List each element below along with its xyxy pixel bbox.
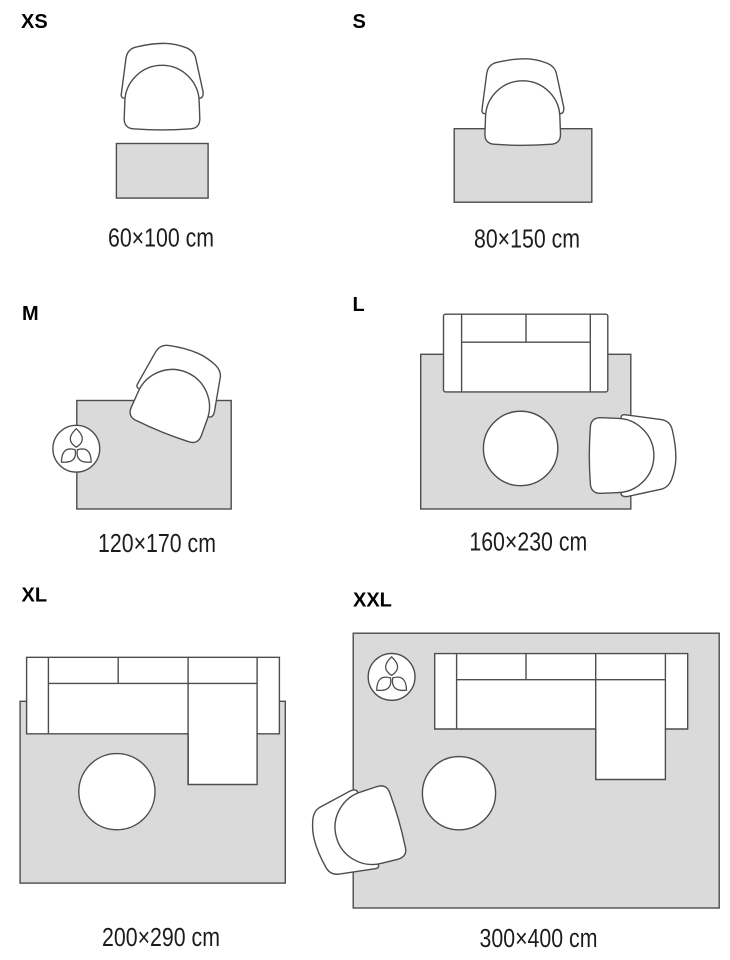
svg-text:XS: XS bbox=[21, 11, 48, 33]
svg-text:160×230 cm: 160×230 cm bbox=[469, 528, 587, 558]
svg-text:XXL: XXL bbox=[353, 589, 392, 611]
svg-text:80×150 cm: 80×150 cm bbox=[474, 225, 580, 255]
svg-text:60×100 cm: 60×100 cm bbox=[108, 224, 214, 254]
svg-text:M: M bbox=[22, 303, 39, 325]
svg-text:L: L bbox=[353, 294, 365, 316]
svg-text:S: S bbox=[353, 11, 366, 33]
svg-text:200×290 cm: 200×290 cm bbox=[102, 923, 220, 953]
svg-text:XL: XL bbox=[22, 584, 48, 606]
svg-text:120×170 cm: 120×170 cm bbox=[98, 529, 216, 559]
svg-text:300×400 cm: 300×400 cm bbox=[480, 924, 598, 954]
